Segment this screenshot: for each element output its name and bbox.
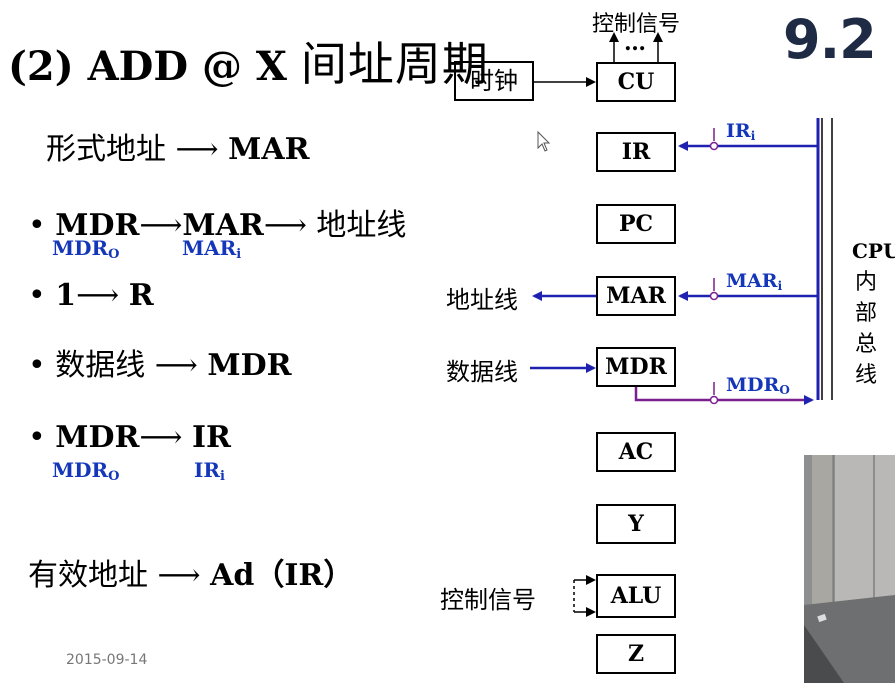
sub-a-text: MDR (52, 236, 109, 260)
register-ac: AC (596, 432, 676, 472)
cursor-icon (537, 130, 551, 152)
arrow-icon: ⟶ (76, 278, 120, 313)
clock-box: 时钟 (454, 61, 534, 101)
step-4: • 数据线 ⟶ MDR (28, 340, 292, 384)
register-pc: PC (596, 204, 676, 244)
ellipsis-icon: … (624, 30, 646, 56)
step-2-sub-b: MARi (182, 236, 241, 262)
signal-suffix: i (777, 279, 783, 293)
signal-text: MAR (726, 270, 778, 292)
arrow-icon: ⟶ (263, 208, 307, 243)
signal-text: IR (726, 120, 751, 142)
step-2-c: 地址线 (316, 208, 407, 243)
title-prefix: (2) ADD @ X (8, 43, 301, 90)
register-cu: CU (596, 62, 676, 102)
register-mdr: MDR (596, 347, 676, 387)
video-overlay (804, 455, 895, 683)
step-1-right: MAR (228, 132, 310, 167)
bullet: • (28, 348, 46, 383)
bus-label-char: 总 (854, 332, 877, 357)
step-2-sub-a: MDRO (52, 236, 119, 262)
video-frame-image (804, 455, 895, 683)
signal-mdr-out: MDRO (726, 374, 790, 397)
register-ir: IR (596, 132, 676, 172)
step-5-b: IR (191, 420, 231, 455)
arrow-icon: ⟶ (157, 558, 201, 593)
step-4-b: MDR (207, 348, 292, 383)
step-1-left: 形式地址 (46, 132, 166, 167)
step-5-sub-b: IRi (194, 458, 225, 484)
cpu-bus-label: CPU 内 部 总 线 (846, 236, 895, 391)
bullet: • (28, 208, 46, 243)
signal-suffix: O (779, 383, 790, 397)
sub-b-text: MAR (182, 236, 237, 260)
step-1: 形式地址 ⟶ MAR (46, 124, 310, 168)
register-y: Y (596, 504, 676, 544)
control-signal-bottom-label: 控制信号 (440, 586, 536, 614)
bus-label-char: 内 (854, 270, 877, 295)
arrow-icon: ⟶ (139, 420, 183, 455)
sub-b-suffix: i (219, 469, 225, 484)
register-mar: MAR (596, 276, 676, 316)
sub-a-suffix: O (108, 469, 120, 484)
bullet: • (28, 420, 46, 455)
arrow-icon: ⟶ (139, 208, 183, 243)
control-signal-top-label: 控制信号 (592, 12, 681, 37)
sub-a-suffix: O (108, 247, 120, 262)
sub-b-text: IR (194, 458, 220, 482)
step-3-a: 1 (55, 278, 77, 313)
register-alu: ALU (596, 574, 676, 618)
signal-mar-in: MARi (726, 270, 782, 293)
step-6-a: 有效地址 (28, 558, 148, 593)
step-2-a: MDR (55, 208, 140, 243)
signal-ir-in: IRi (726, 120, 755, 143)
slide-title: (2) ADD @ X 间址周期 (8, 28, 489, 94)
step-4-a: 数据线 (55, 348, 146, 383)
sub-b-suffix: i (236, 247, 242, 262)
step-5-a: MDR (55, 420, 140, 455)
step-6: 有效地址 ⟶ Ad（IR） (28, 550, 353, 594)
step-2: • MDR⟶MAR⟶ 地址线 (28, 200, 406, 244)
signal-suffix: i (750, 129, 756, 143)
step-3: • 1⟶ R (28, 278, 154, 313)
slide-date: 2015-09-14 (66, 652, 148, 668)
bus-label-char: 部 (854, 301, 877, 326)
section-badge: 9.2 (783, 8, 877, 71)
register-z: Z (596, 634, 676, 674)
arrow-icon: ⟶ (175, 132, 219, 167)
title-cn: 间址周期 (300, 37, 489, 91)
step-5: • MDR⟶ IR (28, 420, 231, 455)
bus-label-char: 线 (854, 363, 877, 388)
step-2-b: MAR (182, 208, 264, 243)
bullet: • (28, 278, 46, 313)
signal-text: MDR (726, 374, 780, 396)
arrow-icon: ⟶ (154, 348, 198, 383)
sub-a-text: MDR (52, 458, 109, 482)
address-line-label: 地址线 (446, 286, 518, 314)
bus-label-cpu: CPU (852, 239, 895, 263)
step-6-b: Ad（IR） (210, 558, 354, 593)
step-5-sub-a: MDRO (52, 458, 119, 484)
step-3-b: R (128, 278, 154, 313)
data-line-label: 数据线 (446, 358, 518, 386)
